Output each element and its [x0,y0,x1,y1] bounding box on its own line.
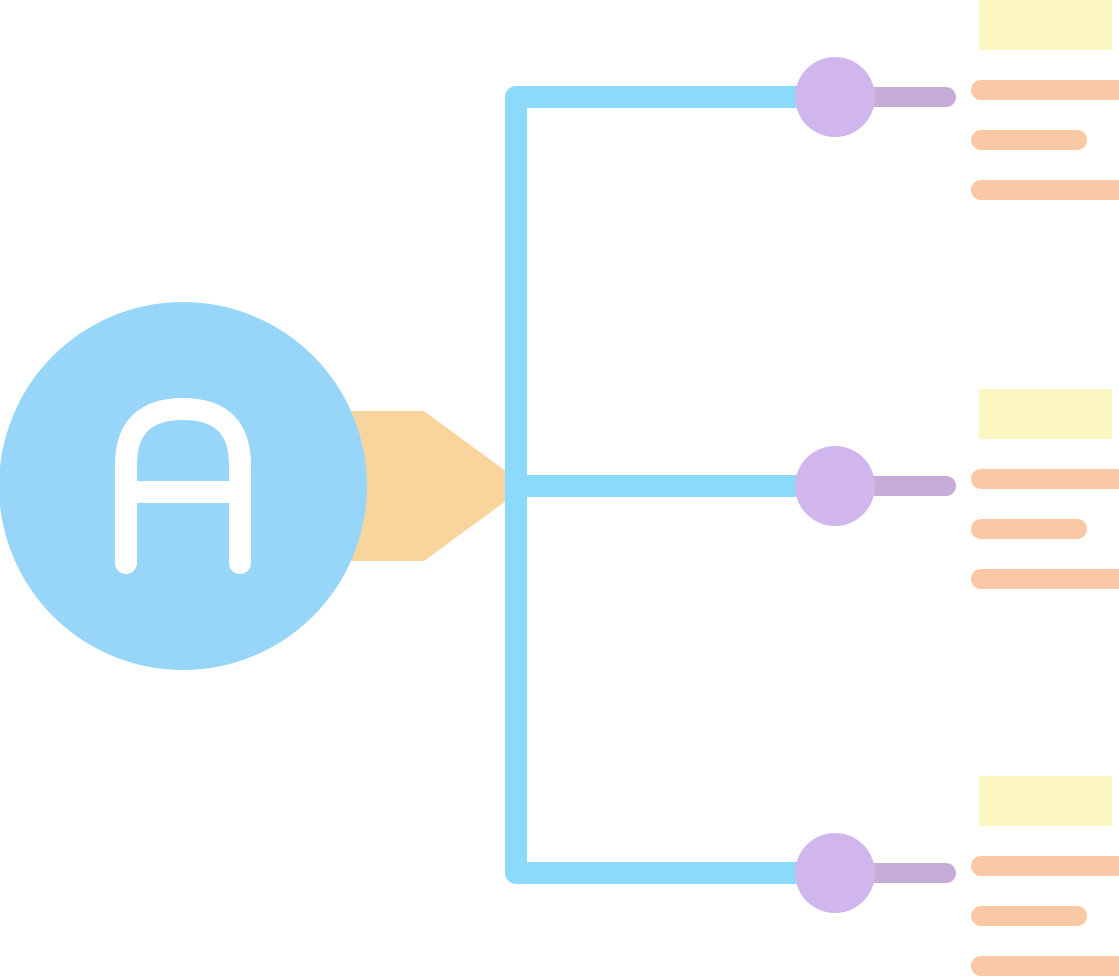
branch-2-title-bar [979,389,1112,439]
branch-2 [795,389,1119,589]
branch-1-title-bar [979,0,1112,50]
branch-3 [795,776,1119,976]
branches-group [795,0,1119,976]
branch-1-node-circle [795,57,875,137]
branch-1 [795,0,1119,200]
branch-3-node-circle [795,833,875,913]
branch-3-title-bar [979,776,1112,826]
branch-2-node-circle [795,446,875,526]
root-pointer-arrow [345,411,518,561]
letter-a-icon [115,398,251,574]
branch-connectors [505,86,834,884]
